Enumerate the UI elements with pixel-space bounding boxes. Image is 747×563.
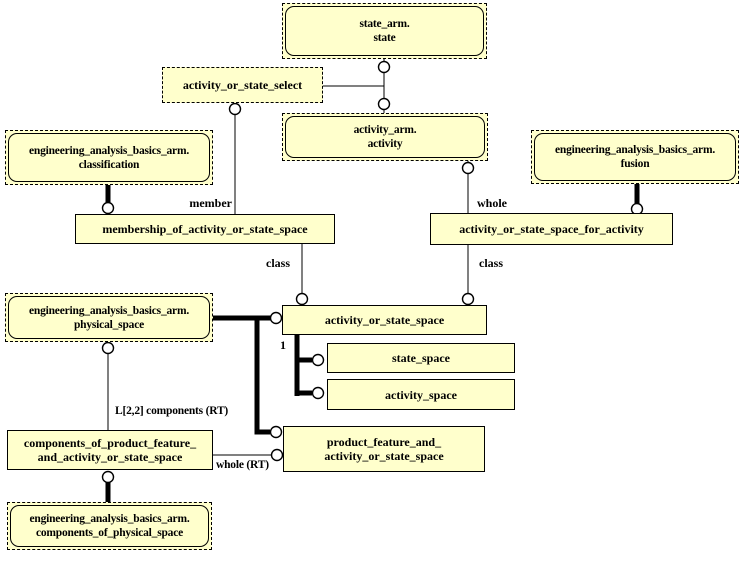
node-label-line1: engineering_analysis_basics_arm.	[554, 144, 716, 156]
node-label-line2: physical_space	[73, 318, 145, 331]
node-label: activity_or_state_select	[182, 77, 303, 92]
node-label-line1: engineering_analysis_basics_arm.	[28, 304, 190, 317]
edge-label-cardinality-one: 1	[280, 338, 286, 352]
edge-label-whole: whole	[477, 196, 507, 210]
node-state-space: state_space	[327, 343, 515, 373]
node-components-of-physical-space-body: engineering_analysis_basics_arm. compone…	[10, 505, 209, 547]
node-classification-body: engineering_analysis_basics_arm. classif…	[8, 133, 210, 182]
terminator-circle-activity-whole	[461, 161, 475, 175]
node-product-feature-and-activity-or-state-space: product_feature_and_ activity_or_state_s…	[283, 426, 485, 472]
node-physical-space-body: engineering_analysis_basics_arm. physica…	[8, 296, 210, 339]
node-activity-or-state-space: activity_or_state_space	[282, 305, 487, 335]
node-fusion: engineering_analysis_basics_arm. fusion	[531, 130, 739, 184]
edge-label-components-rt: L[2,2] components (RT)	[115, 405, 229, 417]
terminator-circle-select	[228, 102, 242, 116]
node-activity-or-state-select: activity_or_state_select	[162, 67, 323, 103]
node-label-line2: and_activity_or_state_space	[37, 450, 183, 464]
node-label-line1: activity_arm.	[353, 124, 417, 136]
node-label: activity_or_state_space_for_activity	[459, 222, 644, 236]
terminator-circle-aoss-left	[269, 311, 283, 325]
terminator-circle-statespace	[311, 353, 325, 367]
terminator-circle-activityspace	[311, 386, 325, 400]
terminator-circle-activity-top	[377, 97, 391, 111]
terminator-circle-productfeature-bottom	[270, 448, 284, 462]
terminator-circle-productfeature-top	[269, 425, 283, 439]
terminator-circle-state	[377, 60, 391, 74]
terminator-circle-classification	[101, 201, 115, 215]
terminator-circle-membership-class	[295, 292, 309, 306]
node-label-line2: activity_or_state_space	[324, 449, 444, 463]
edge-branch-to-productfeature-thick	[254, 316, 270, 435]
node-activity-space: activity_space	[327, 379, 515, 410]
node-activity-or-state-space-for-activity: activity_or_state_space_for_activity	[430, 213, 673, 245]
node-components-of-product-feature: components_of_product_feature_ and_activ…	[7, 430, 213, 470]
node-label: membership_of_activity_or_state_space	[102, 222, 308, 236]
node-activity-arm-activity-body: activity_arm. activity	[285, 116, 485, 158]
node-physical-space: engineering_analysis_basics_arm. physica…	[5, 293, 213, 342]
node-label: activity_or_state_space	[324, 313, 445, 327]
node-fusion-body: engineering_analysis_basics_arm. fusion	[534, 133, 736, 181]
node-state-arm-state: state_arm. state	[282, 3, 487, 59]
node-label-line1: engineering_analysis_basics_arm.	[29, 513, 190, 525]
node-label-line1: components_of_product_feature_	[23, 436, 197, 450]
node-label: state_space	[392, 351, 450, 365]
node-classification: engineering_analysis_basics_arm. classif…	[5, 130, 213, 185]
node-label-line2: classification	[78, 158, 140, 171]
edge-label-class-right: class	[479, 256, 503, 270]
edge-label-whole-rt: whole (RT)	[216, 459, 269, 471]
terminator-circle-components-bottom	[101, 470, 115, 484]
edge-label-member: member	[189, 196, 232, 210]
terminator-circle-foractivity-class	[461, 292, 475, 306]
node-membership-of-activity-or-state-space: membership_of_activity_or_state_space	[75, 214, 335, 244]
node-label-line2: fusion	[620, 158, 650, 170]
node-label: activity_space	[385, 387, 457, 402]
node-label-line1: state_arm.	[359, 18, 410, 30]
node-label-line1: engineering_analysis_basics_arm.	[28, 144, 190, 157]
edge-label-class-left: class	[266, 256, 290, 270]
node-label-line1: product_feature_and_	[326, 435, 442, 449]
terminator-circle-physical	[101, 341, 115, 355]
node-label-line2: state	[373, 32, 396, 44]
node-label-line2: components_of_physical_space	[35, 527, 184, 539]
node-label-line2: activity	[367, 138, 403, 150]
node-state-arm-state-body: state_arm. state	[285, 6, 484, 56]
node-components-of-physical-space: engineering_analysis_basics_arm. compone…	[7, 502, 212, 550]
node-activity-arm-activity: activity_arm. activity	[282, 113, 488, 161]
